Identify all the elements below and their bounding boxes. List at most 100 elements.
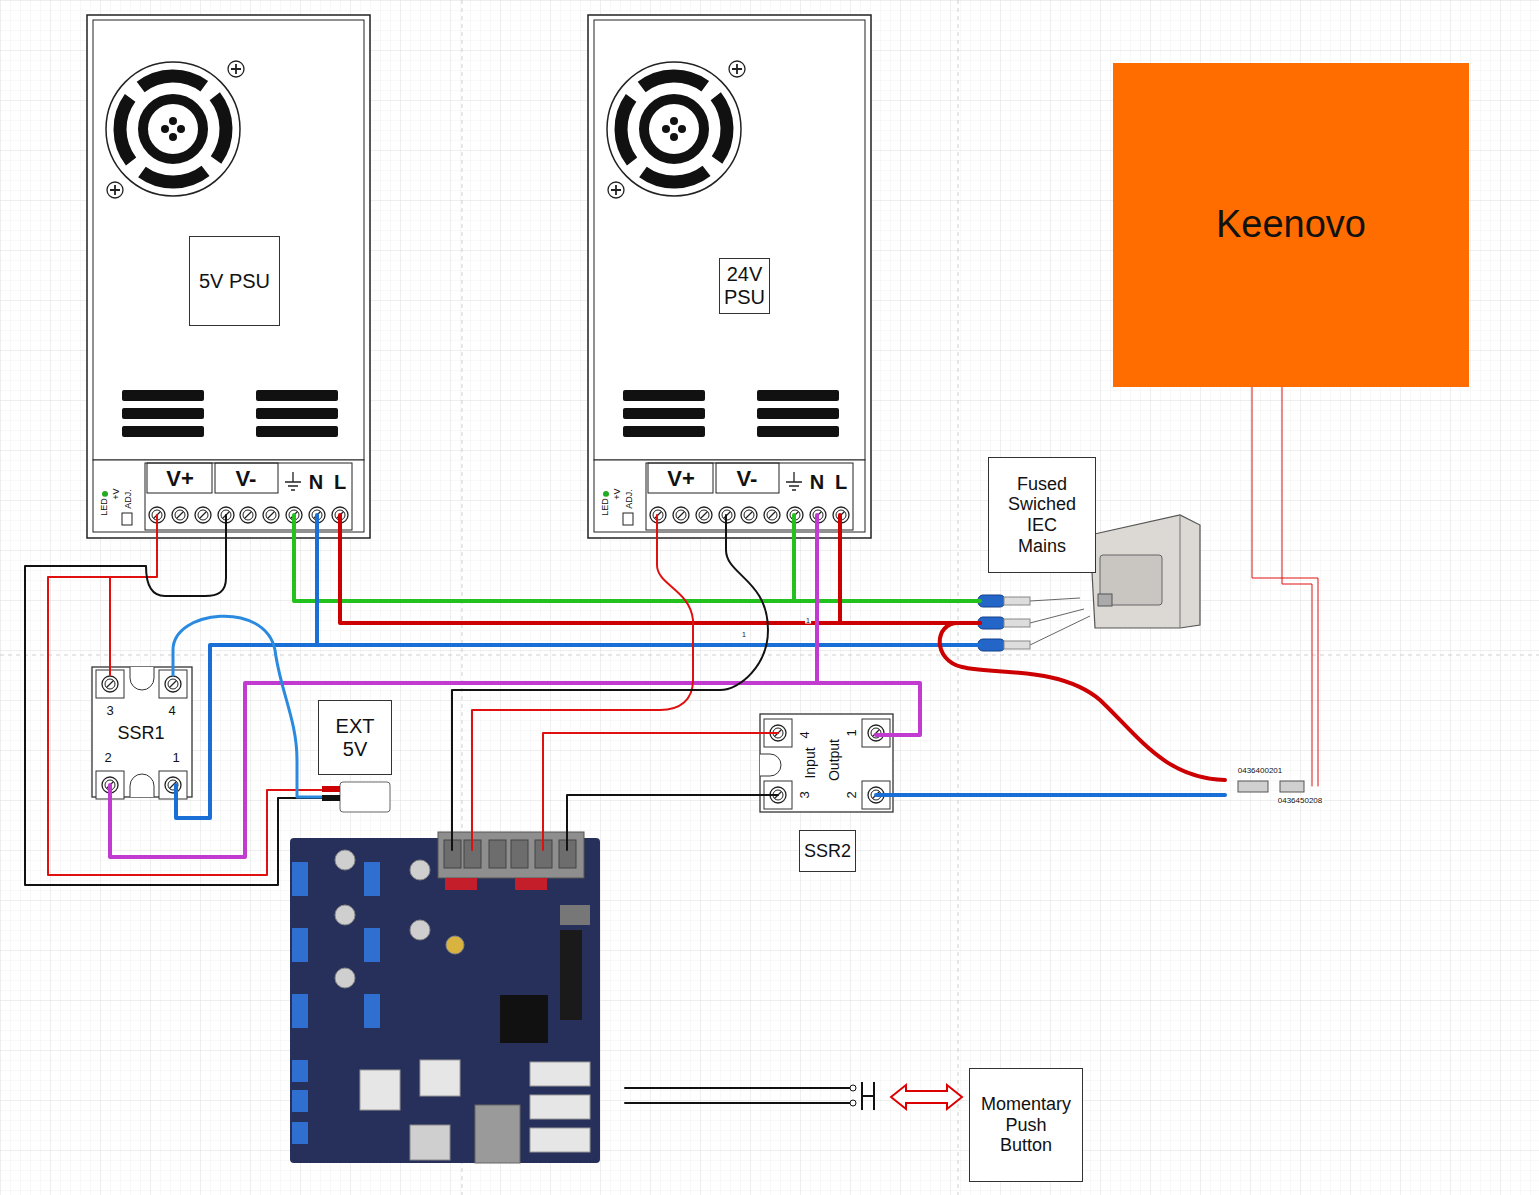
controller-board (530, 1095, 590, 1119)
controller-board (420, 1060, 460, 1096)
solid-state-relay (760, 754, 781, 776)
controller-board (292, 994, 308, 1028)
solid-state-relay (92, 667, 192, 799)
inlet-label-box: Fused Swiched IEC Mains (988, 457, 1096, 574)
terminal-label: V- (235, 468, 258, 490)
iec-inlet (1098, 594, 1112, 606)
solid-state-relay (102, 676, 118, 692)
wire (625, 1088, 850, 1103)
power-supply-24v (588, 15, 871, 538)
solid-state-relay (92, 667, 192, 797)
terminal-label: ADJ. (625, 488, 634, 510)
controller-board (364, 928, 380, 962)
terminal-label: L (333, 472, 347, 492)
controller-board (489, 840, 506, 868)
wire-mark: 1 (805, 617, 811, 624)
wire (940, 623, 1225, 780)
connector (322, 786, 340, 792)
crimp-terminal (1004, 619, 1030, 627)
connector-part-number: 0436450208 (1277, 797, 1324, 805)
pin-number: 3 (798, 790, 811, 799)
wire (567, 795, 778, 850)
wire (48, 515, 322, 875)
terminal-label: +V (613, 487, 622, 500)
controller-board (292, 1122, 308, 1144)
controller-board (410, 1125, 450, 1160)
controller-board (290, 838, 600, 1163)
solid-state-relay (130, 774, 154, 797)
supply-label-box: EXT 5V (318, 700, 392, 775)
terminal-label: LED (601, 497, 610, 517)
part-label: SSR1 (116, 724, 165, 742)
pin-number: 4 (167, 704, 176, 717)
iec-inlet (1090, 515, 1200, 628)
controller-board (530, 1062, 590, 1086)
wire (110, 515, 920, 857)
wire (452, 515, 768, 850)
solid-state-relay (165, 676, 181, 692)
push-button-symbol (850, 1100, 856, 1106)
wire (25, 515, 322, 885)
controller-board (500, 995, 548, 1043)
controller-board (335, 850, 355, 870)
crimp-terminal (1030, 598, 1090, 645)
psu-label-box: 5V PSU (189, 236, 280, 326)
button-label-box: Momentary Push Button (969, 1068, 1083, 1182)
pin-label: Input (803, 746, 817, 779)
relay-label-box: SSR2 (799, 830, 856, 872)
pin-number: 2 (845, 790, 858, 799)
pin-number: 4 (798, 730, 811, 739)
pin-number: 3 (105, 704, 114, 717)
power-supply-5v (87, 15, 370, 538)
controller-board (335, 905, 355, 925)
terminal-label: V- (736, 468, 759, 490)
connector (1280, 781, 1304, 792)
controller-board (560, 905, 590, 925)
controller-board (446, 936, 464, 954)
crimp-terminal (1004, 641, 1030, 649)
controller-board (515, 878, 547, 890)
node-label: SSR2 (802, 841, 853, 862)
wire (472, 515, 693, 850)
terminal-label: N (308, 472, 324, 492)
controller-board (292, 928, 308, 962)
solid-state-relay (159, 771, 187, 799)
controller-board (445, 878, 477, 890)
crimp-terminal (978, 595, 1005, 607)
connector (1238, 781, 1268, 792)
wire (543, 733, 778, 850)
connector (322, 781, 1304, 812)
wire (294, 515, 980, 601)
wire (25, 387, 1318, 1103)
push-button-symbol (850, 1085, 856, 1091)
controller-board (438, 832, 584, 878)
push-button-symbol (850, 1082, 962, 1110)
terminal-label: ADJ. (124, 488, 133, 510)
pin-number: 2 (103, 751, 112, 764)
connector (322, 795, 340, 801)
wire (340, 515, 980, 623)
node-label: Fused Swiched IEC Mains (1004, 474, 1080, 557)
controller-board (364, 862, 380, 896)
terminal-label: LED (100, 497, 109, 517)
solid-state-relay (130, 667, 154, 690)
controller-board (410, 920, 430, 940)
controller-board (360, 1070, 400, 1110)
crimp-terminal (978, 595, 1090, 651)
iec-inlet (1090, 515, 1200, 628)
controller-board (290, 832, 600, 1163)
connector-part-number: 0436400201 (1237, 767, 1284, 775)
pin-number: 1 (171, 751, 180, 764)
controller-board (292, 862, 308, 896)
controller-board (530, 1128, 590, 1152)
crimp-terminal (978, 617, 1005, 629)
controller-board (410, 860, 430, 880)
terminal-label: +V (112, 487, 121, 500)
solid-state-relay (760, 714, 893, 812)
wire (173, 616, 322, 797)
push-button-symbol (891, 1085, 962, 1109)
terminal-label: L (834, 472, 848, 492)
controller-board (560, 930, 582, 1020)
